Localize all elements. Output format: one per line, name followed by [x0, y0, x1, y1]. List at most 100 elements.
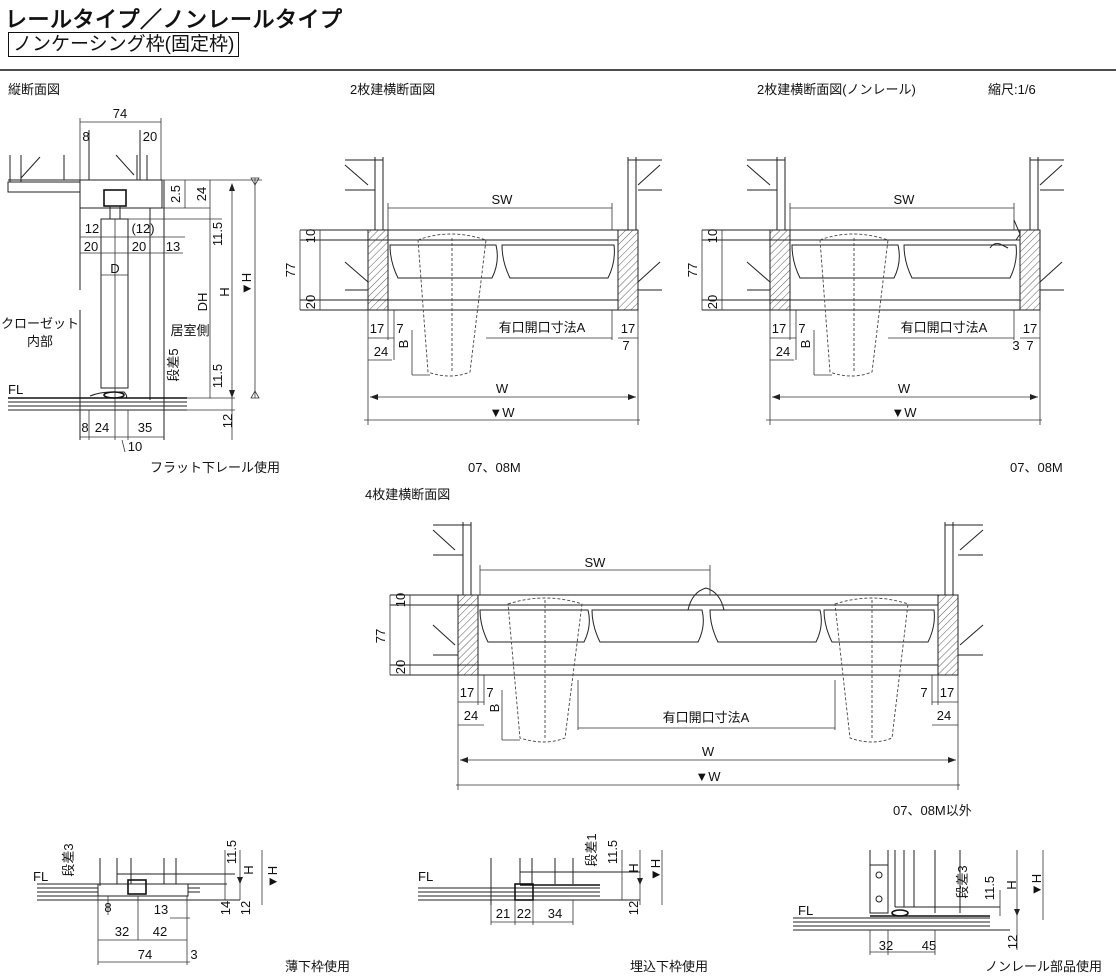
dim-label: 20 — [84, 239, 98, 254]
scale-label: 縮尺:1/6 — [988, 82, 1036, 97]
dim-label: 74 — [113, 106, 127, 121]
dim-label: 20 — [143, 129, 157, 144]
dim-label: 11.5 — [210, 364, 225, 388]
dim-label: 12 — [85, 221, 99, 236]
dim-label: H — [217, 287, 232, 296]
four-panel-drawing — [389, 522, 984, 790]
dim-label: 12 — [238, 901, 253, 915]
dim-label: 45 — [922, 938, 936, 953]
vertical-section-title: 縦断面図 — [8, 82, 60, 97]
dim-label: SW — [492, 192, 514, 207]
dim-label: 20 — [393, 660, 408, 674]
four-panel-caption: 07、08M以外 — [893, 803, 972, 818]
dim-label: ▼H — [648, 859, 663, 881]
dim-label: 11.5 — [982, 876, 997, 900]
dim-label: 17 — [460, 685, 474, 700]
closet-label: クローゼット — [1, 316, 79, 331]
two-panel-caption: 07、08M — [468, 460, 521, 475]
vertical-section-caption: フラット下レール使用 — [150, 460, 280, 475]
vertical-section-drawing — [7, 118, 262, 453]
vertical-section-labels: 74 8 20 2.5 24 12 (12) 20 20 13 D 11.5 D… — [1, 106, 254, 454]
dim-label: 12 — [626, 901, 641, 915]
dim-label: ▼H — [1029, 874, 1044, 896]
two-panel-drawing — [299, 156, 663, 426]
dim-label: 17 — [370, 321, 384, 336]
dim-label: 24 — [776, 344, 790, 359]
dim-label: H — [626, 863, 641, 872]
dim-label: 74 — [138, 947, 152, 962]
embedded-sill-drawing — [418, 850, 663, 925]
two-panel-nonrail-labels: SW 10 77 20 17 7 24 B 有口開口寸法A 17 7 W ▼W … — [685, 192, 1037, 420]
dim-label: 22 — [517, 906, 531, 921]
dim-label: 13 — [166, 239, 180, 254]
dim-label: 35 — [138, 420, 152, 435]
four-panel-labels: SW 10 77 20 17 7 24 B 有口開口寸法A 7 17 24 W … — [373, 555, 954, 784]
dim-label: 20 — [303, 295, 318, 309]
floor-level-label: FL — [798, 903, 813, 918]
dim-label: 24 — [937, 708, 951, 723]
floor-level-label: FL — [8, 382, 23, 397]
opening-dimension-label: 有口開口寸法A — [499, 320, 586, 335]
width-label: ▼W — [891, 405, 917, 420]
nonrail-parts-labels: FL 段差3 11.5 H ▼H 32 45 12 — [798, 865, 1044, 953]
step-label: 段差5 — [166, 348, 181, 381]
dim-label: B — [798, 340, 813, 349]
width-label: ▼W — [695, 769, 721, 784]
dim-label: B — [396, 340, 411, 349]
dim-label: H — [241, 865, 256, 874]
dim-label: ▼H — [265, 866, 280, 888]
dim-label: 3 — [1012, 338, 1019, 353]
dim-label: ▼H — [239, 273, 254, 295]
page-title: レールタイプ／ノンレールタイプ — [5, 7, 343, 32]
dim-label: 20 — [705, 295, 720, 309]
dim-label: SW — [894, 192, 916, 207]
thin-sill-drawing — [37, 850, 263, 965]
dim-label: 34 — [548, 906, 562, 921]
width-label: W — [496, 381, 509, 396]
dim-label: B — [487, 704, 502, 713]
opening-dimension-label: 有口開口寸法A — [901, 320, 988, 335]
dim-label: 7 — [486, 685, 493, 700]
step-label: 段差3 — [61, 843, 76, 876]
dim-label: 17 — [940, 685, 954, 700]
dim-label: 7 — [1026, 338, 1033, 353]
dim-label: 32 — [879, 938, 893, 953]
dim-label: SW — [585, 555, 607, 570]
dim-label: 24 — [374, 344, 388, 359]
dim-label: 12 — [1005, 935, 1020, 949]
dim-label: 24 — [95, 420, 109, 435]
dim-label: 14 — [218, 901, 233, 915]
dim-label: 10 — [705, 229, 720, 243]
dim-label: DH — [195, 293, 210, 312]
dim-label: 2.5 — [168, 185, 183, 203]
dim-label: 7 — [622, 338, 629, 353]
width-label: ▼W — [489, 405, 515, 420]
dim-label: 17 — [1023, 321, 1037, 336]
step-label: 段差1 — [584, 833, 599, 866]
step-label: 段差3 — [955, 865, 970, 898]
dim-label: 13 — [154, 902, 168, 917]
dim-label: 77 — [685, 263, 700, 277]
dim-label: 21 — [496, 906, 510, 921]
dim-label: 8 — [81, 420, 88, 435]
two-panel-nonrail-drawing — [701, 156, 1065, 426]
dim-label: 77 — [373, 629, 388, 643]
dim-label: 8 — [104, 900, 111, 915]
thin-sill-caption: 薄下枠使用 — [285, 959, 350, 974]
dim-label: 7 — [396, 321, 403, 336]
dim-label: 10 — [303, 229, 318, 243]
embedded-sill-caption: 埋込下枠使用 — [630, 959, 708, 974]
dim-label: 10 — [128, 439, 142, 454]
dim-label: 20 — [132, 239, 146, 254]
dim-label: D — [110, 261, 119, 276]
dim-label: 10 — [393, 593, 408, 607]
dim-label: 8 — [82, 129, 89, 144]
two-panel-title: 2枚建横断面図 — [350, 82, 435, 97]
dim-label: 7 — [920, 685, 927, 700]
width-label: W — [898, 381, 911, 396]
closet-label: 内部 — [27, 334, 53, 349]
dim-label: 17 — [772, 321, 786, 336]
floor-level-label: FL — [418, 869, 433, 884]
dim-label: 12 — [220, 414, 235, 428]
